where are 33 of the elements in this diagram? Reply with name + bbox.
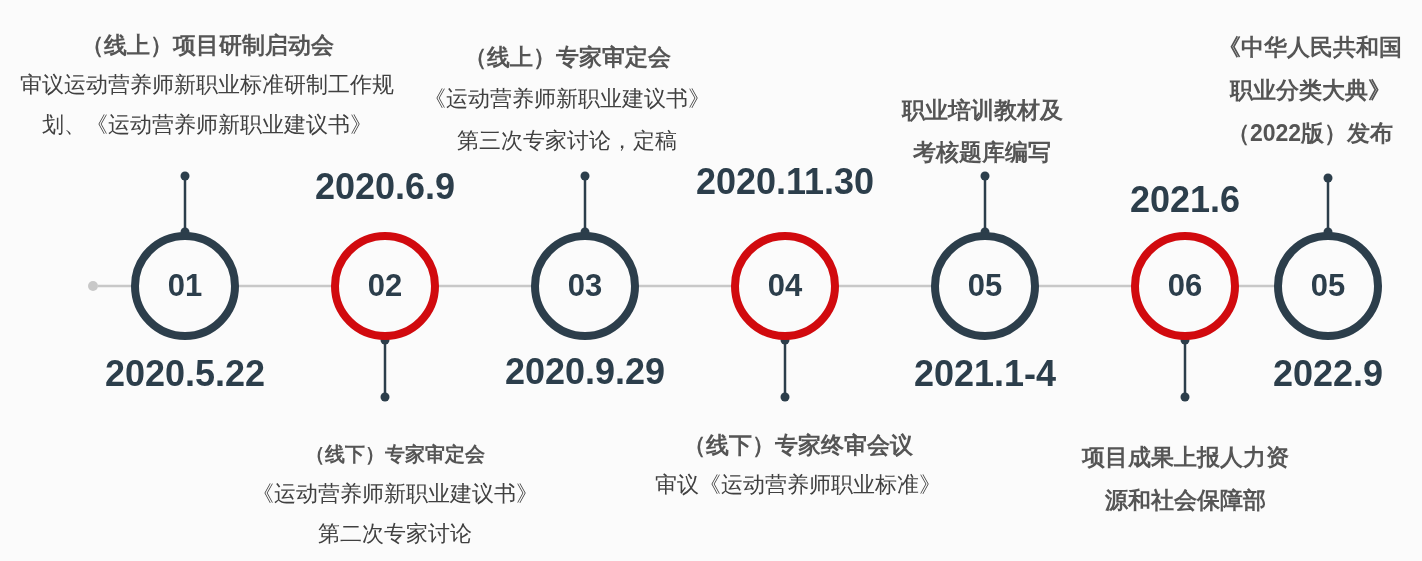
step-number: 03 bbox=[567, 269, 603, 303]
date-label: 2022.9 bbox=[1272, 354, 1384, 394]
timeline-line bbox=[639, 284, 731, 288]
date-label: 2020.9.29 bbox=[504, 352, 666, 392]
timeline-line bbox=[439, 284, 531, 288]
step-number: 05 bbox=[967, 269, 1003, 303]
timeline-line bbox=[1239, 284, 1274, 288]
event-title: 项目成果上报人力资源和社会保障部 bbox=[1080, 443, 1290, 515]
step-number: 02 bbox=[367, 269, 403, 303]
date-label: 2021.1-4 bbox=[913, 354, 1057, 394]
event-description: 审议运动营养师新职业标准研制工作规划、《运动营养师新职业建议书》 bbox=[19, 71, 395, 139]
date-label: 2021.6 bbox=[1129, 180, 1241, 220]
event-title: （线下）专家终审会议 bbox=[683, 431, 913, 460]
date-label: 2020.5.22 bbox=[104, 354, 266, 394]
event-description: 《运动营养师新职业建议书》第三次专家讨论，定稿 bbox=[423, 85, 711, 155]
timeline-line bbox=[239, 284, 331, 288]
event-description: 《运动营养师新职业建议书》第二次专家讨论 bbox=[251, 480, 539, 548]
event-title: （线上）专家审定会 bbox=[463, 43, 671, 72]
timeline-line bbox=[1039, 284, 1131, 288]
event-title: 《中华人民共和国职业分类大典》（2022版）发布 bbox=[1217, 33, 1403, 148]
step-number: 05 bbox=[1310, 269, 1346, 303]
date-label: 2020.11.30 bbox=[695, 162, 875, 202]
step-number: 04 bbox=[767, 269, 803, 303]
timeline-line bbox=[839, 284, 931, 288]
event-title: （线上）项目研制启动会 bbox=[80, 31, 334, 60]
start-dot-icon bbox=[88, 281, 98, 291]
step-number: 01 bbox=[167, 269, 203, 303]
timeline-line bbox=[98, 284, 131, 288]
event-description: 审议《运动营养师职业标准》 bbox=[655, 471, 941, 499]
event-title: （线下）专家审定会 bbox=[305, 442, 485, 467]
date-label: 2020.6.9 bbox=[314, 167, 456, 207]
step-number: 06 bbox=[1167, 269, 1203, 303]
event-title: 职业培训教材及考核题库编写 bbox=[900, 96, 1064, 167]
